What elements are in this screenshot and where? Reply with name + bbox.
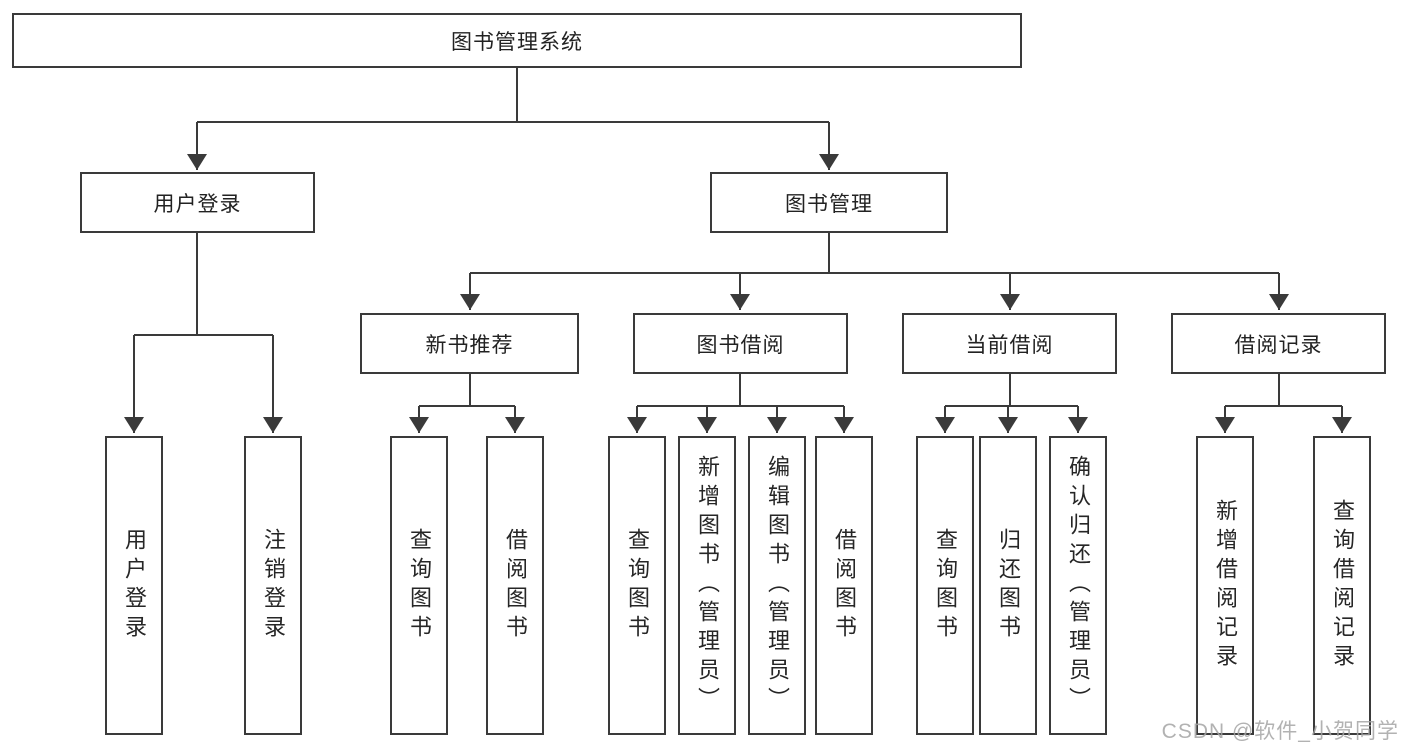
leaf-return-book: 归还图书 bbox=[979, 436, 1037, 735]
node-book-management: 图书管理 bbox=[710, 172, 948, 233]
leaf-edit-book-admin: 编辑图书（管理员） bbox=[748, 436, 806, 735]
csdn-watermark: CSDN @软件_小贺同学 bbox=[1161, 720, 1399, 743]
leaf-label: 归还图书 bbox=[996, 527, 1021, 644]
leaf-add-book-admin: 新增图书（管理员） bbox=[678, 436, 736, 735]
leaf-confirm-return-admin: 确认归还（管理员） bbox=[1049, 436, 1107, 735]
leaf-borrow-books: 借阅图书 bbox=[815, 436, 873, 735]
node-borrow-records: 借阅记录 bbox=[1171, 313, 1386, 374]
leaf-label: 编辑图书（管理员） bbox=[765, 455, 790, 716]
leaf-label: 注销登录 bbox=[261, 527, 286, 644]
leaf-label: 查询图书 bbox=[407, 527, 432, 644]
leaf-user-login: 用户登录 bbox=[105, 436, 163, 735]
leaf-add-borrow-record: 新增借阅记录 bbox=[1196, 436, 1254, 735]
leaf-label: 查询图书 bbox=[625, 527, 650, 644]
leaf-query-books-current: 查询图书 bbox=[916, 436, 974, 735]
leaf-label: 查询图书 bbox=[933, 527, 958, 644]
node-user-login: 用户登录 bbox=[80, 172, 315, 233]
leaf-label: 借阅图书 bbox=[503, 527, 528, 644]
node-current-borrow: 当前借阅 bbox=[902, 313, 1117, 374]
node-root-system: 图书管理系统 bbox=[12, 13, 1022, 68]
leaf-query-books-recommend: 查询图书 bbox=[390, 436, 448, 735]
leaf-label: 查询借阅记录 bbox=[1330, 498, 1355, 673]
leaf-query-books-borrow: 查询图书 bbox=[608, 436, 666, 735]
leaf-label: 新增图书（管理员） bbox=[695, 455, 720, 716]
leaf-label: 确认归还（管理员） bbox=[1066, 455, 1091, 716]
leaf-label: 用户登录 bbox=[122, 527, 147, 644]
node-new-book-recommend: 新书推荐 bbox=[360, 313, 579, 374]
leaf-logout: 注销登录 bbox=[244, 436, 302, 735]
leaf-label: 新增借阅记录 bbox=[1213, 498, 1238, 673]
leaf-borrow-books-recommend: 借阅图书 bbox=[486, 436, 544, 735]
leaf-query-borrow-record: 查询借阅记录 bbox=[1313, 436, 1371, 735]
leaf-label: 借阅图书 bbox=[832, 527, 857, 644]
node-book-borrow: 图书借阅 bbox=[633, 313, 848, 374]
